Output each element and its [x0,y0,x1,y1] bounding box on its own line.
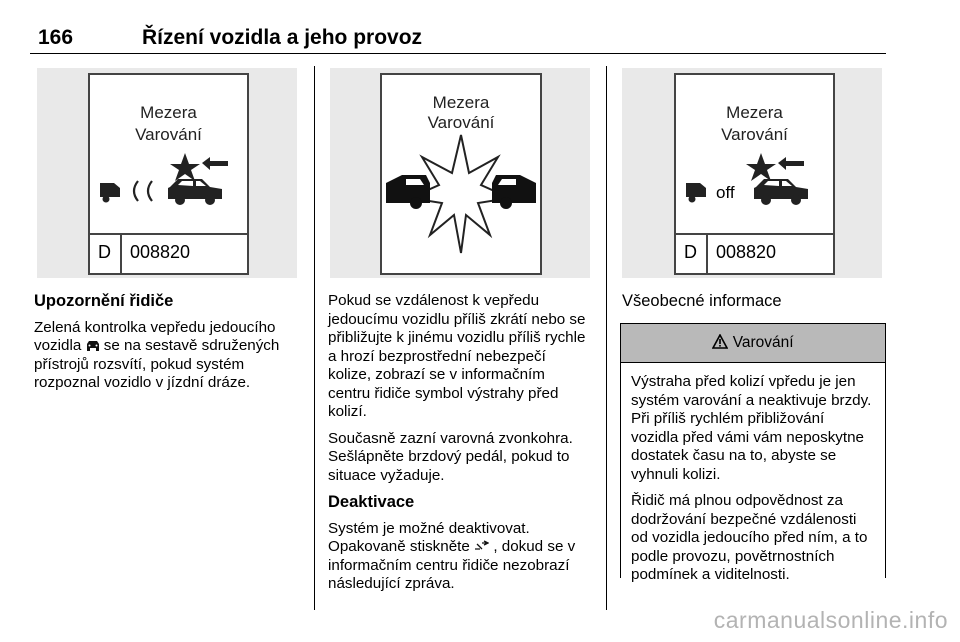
paragraph-text: Zelená kontrolka vepředu jedoucího vozid… [34,318,276,355]
paragraph: Současně zazní varovná zvonkohra. Sešláp… [328,429,573,484]
panel-title-line1: Mezera [140,103,197,122]
column-2: Pokud se vzdálenost k vepředu jedoucímu … [328,292,590,602]
code-value: 008820 [716,242,777,262]
panel-title-line2: Varování [427,113,495,132]
display-panel: Mezera Varování D 008820 [88,73,249,275]
star-burst-icon [386,134,536,254]
paragraph: Zelená kontrolka vepředu jedoucího vozid… [34,319,300,393]
off-label: off [716,183,735,202]
paragraph-text: se na sestavě sdružených přístrojů rozsv… [34,337,280,391]
column-1: Upozornění řidiče Zelená kontrolka vepře… [34,292,300,401]
code-letter: D [684,242,697,262]
panel-title-line1: Mezera [432,93,490,112]
column-divider [606,66,607,610]
code-value: 008820 [130,242,191,262]
panel-title-line2: Varování [721,125,788,144]
section-heading: Všeobecné informace [622,292,782,310]
figure-collision-alert: Mezera Varování [330,68,590,278]
column-divider [314,66,315,610]
figure-gap-warning-bars: Mezera Varování D 008820 [37,68,297,278]
panel-title-line1: Mezera [726,103,783,122]
panel-title-line2: Varování [135,125,202,144]
code-row: D 008820 [90,233,247,273]
collision-symbol-icon [686,153,808,205]
page-header: 166 Řízení vozidla a jeho provoz [30,22,886,54]
warning-body: Výstraha před kolizí vpředu je jen systé… [621,363,885,585]
header-rule [30,53,886,54]
watermark: carmanualsonline.info [713,607,948,633]
warning-paragraph: Výstraha před kolizí vpředu je jen systé… [631,373,872,483]
page-number: 166 [38,26,74,49]
code-separator [120,235,122,273]
paragraph: Opakovaně stiskněte , dokud se v informa… [328,538,590,594]
steering-button-icon [475,540,490,550]
warning-title: Varování [732,334,794,351]
warning-triangle-icon [712,333,729,349]
warning-box: Varování Výstraha před kolizí vpředu je … [620,323,886,583]
code-row: D 008820 [676,233,833,273]
car-ahead-icon [86,341,99,351]
paragraph: Systém je možné deaktivovat. [328,519,530,537]
warning-header: Varování [621,324,885,363]
display-panel: Mezera Varování [380,73,542,275]
paragraph-text: , dokud se v informačním centru řidiče n… [328,538,576,592]
collision-symbol-icon [100,153,228,205]
paragraph-text: Opakovaně stiskněte [328,538,470,555]
display-panel: Mezera Varování off D 008820 [674,73,835,275]
chapter-title: Řízení vozidla a jeho provoz [142,26,423,49]
paragraph: Pokud se vzdálenost k vepředu jedoucímu … [328,292,586,420]
section-heading: Deaktivace [328,493,415,511]
section-heading: Upozornění řidiče [34,292,174,310]
warning-paragraph: Řidič má plnou odpovědnost za dodržování… [631,492,868,583]
code-letter: D [98,242,111,262]
column-3: Všeobecné informace [622,292,886,319]
code-separator [706,235,708,273]
figure-gap-warning-off: Mezera Varování off D 008820 [622,68,882,278]
